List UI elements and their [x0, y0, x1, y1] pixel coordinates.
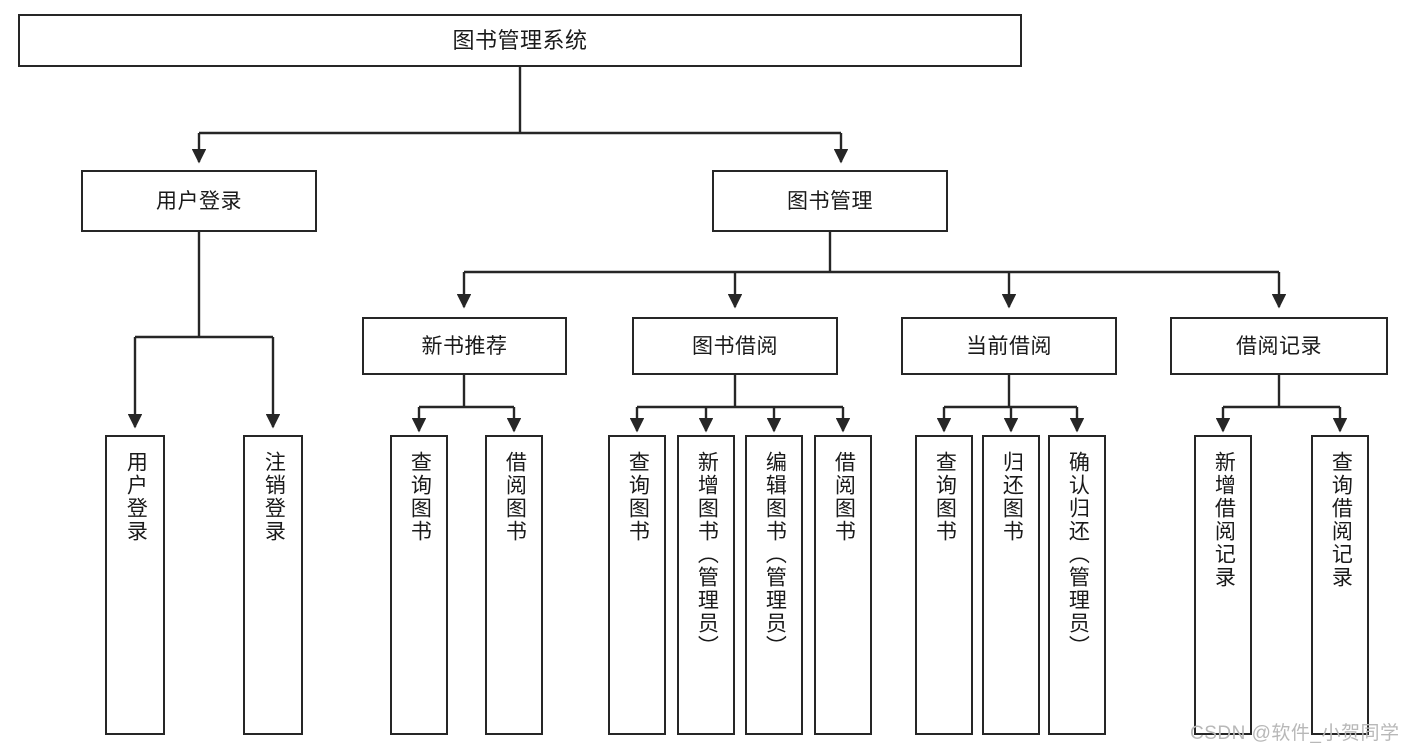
leaf-recommend-borrow-book[interactable]: 借阅图书 — [485, 435, 543, 735]
node-book-management[interactable]: 图书管理 — [712, 170, 948, 232]
node-borrow-record-label: 借阅记录 — [1236, 334, 1322, 358]
leaf-user-login-signout[interactable]: 注销登录 — [243, 435, 303, 735]
leaf-borrow-query-book[interactable]: 查询图书 — [608, 435, 666, 735]
csdn-watermark: CSDN @软件_小贺同学 — [1190, 723, 1400, 744]
leaf-user-login-signout-label: 注销登录 — [262, 451, 286, 543]
leaf-record-query-record-label: 查询借阅记录 — [1329, 451, 1353, 589]
node-new-book-recommend-label: 新书推荐 — [421, 334, 508, 358]
leaf-borrow-add-book-label: 新增图书（管理员） — [695, 451, 719, 658]
node-book-borrow[interactable]: 图书借阅 — [632, 317, 838, 375]
node-user-login-label: 用户登录 — [156, 189, 242, 213]
node-current-borrow-label: 当前借阅 — [966, 334, 1052, 358]
leaf-current-query-book[interactable]: 查询图书 — [915, 435, 973, 735]
leaf-recommend-borrow-book-label: 借阅图书 — [503, 451, 527, 543]
leaf-current-return-book[interactable]: 归还图书 — [982, 435, 1040, 735]
leaf-recommend-query-book-label: 查询图书 — [408, 451, 432, 543]
leaf-record-add-record-label: 新增借阅记录 — [1212, 451, 1236, 589]
node-book-borrow-label: 图书借阅 — [692, 334, 778, 358]
leaf-current-confirm-return[interactable]: 确认归还（管理员） — [1048, 435, 1106, 735]
leaf-borrow-add-book[interactable]: 新增图书（管理员） — [677, 435, 735, 735]
leaf-recommend-query-book[interactable]: 查询图书 — [390, 435, 448, 735]
leaf-borrow-query-book-label: 查询图书 — [626, 451, 650, 543]
node-root-label: 图书管理系统 — [452, 27, 588, 53]
leaf-borrow-edit-book[interactable]: 编辑图书（管理员） — [745, 435, 803, 735]
leaf-record-add-record[interactable]: 新增借阅记录 — [1194, 435, 1252, 735]
node-root[interactable]: 图书管理系统 — [18, 14, 1022, 67]
node-new-book-recommend[interactable]: 新书推荐 — [362, 317, 567, 375]
leaf-user-login-signin[interactable]: 用户登录 — [105, 435, 165, 735]
node-user-login[interactable]: 用户登录 — [81, 170, 317, 232]
leaf-current-return-book-label: 归还图书 — [1000, 451, 1024, 543]
node-borrow-record[interactable]: 借阅记录 — [1170, 317, 1388, 375]
leaf-current-query-book-label: 查询图书 — [933, 451, 957, 543]
node-book-management-label: 图书管理 — [787, 189, 873, 213]
leaf-borrow-edit-book-label: 编辑图书（管理员） — [763, 451, 787, 658]
leaf-record-query-record[interactable]: 查询借阅记录 — [1311, 435, 1369, 735]
leaf-current-confirm-return-label: 确认归还（管理员） — [1066, 451, 1090, 658]
node-current-borrow[interactable]: 当前借阅 — [901, 317, 1117, 375]
leaf-borrow-borrow-book[interactable]: 借阅图书 — [814, 435, 872, 735]
leaf-user-login-signin-label: 用户登录 — [124, 451, 148, 543]
leaf-borrow-borrow-book-label: 借阅图书 — [832, 451, 856, 543]
